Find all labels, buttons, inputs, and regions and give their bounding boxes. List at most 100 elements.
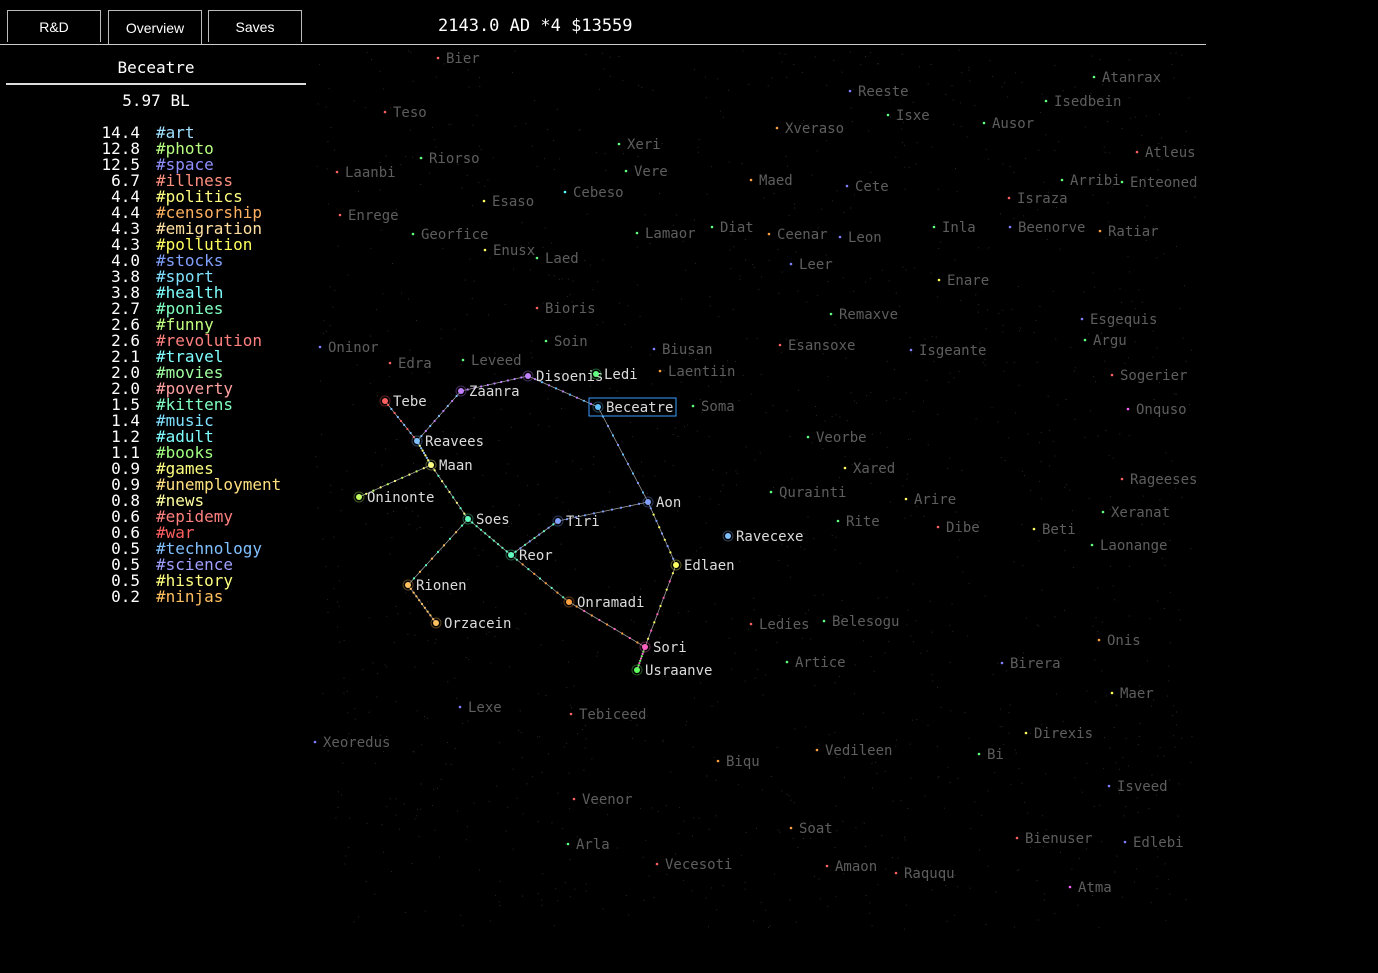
star-bioris[interactable]: Bioris	[535, 301, 596, 317]
star-cete[interactable]: Cete	[845, 179, 889, 195]
star-xeri[interactable]: Xeri	[617, 137, 661, 153]
star-riorso[interactable]: Riorso	[419, 151, 480, 167]
star-ausor[interactable]: Ausor	[982, 116, 1034, 132]
star-argu[interactable]: Argu	[1083, 333, 1127, 349]
star-leon[interactable]: Leon	[838, 230, 882, 246]
star-usraanve[interactable]: Usraanve	[631, 663, 712, 679]
star-ravecexe[interactable]: Ravecexe	[722, 529, 803, 545]
star-amaon[interactable]: Amaon	[825, 859, 877, 875]
star-maed[interactable]: Maed	[749, 173, 793, 189]
star-qurainti[interactable]: Qurainti	[769, 485, 847, 501]
star-enusx[interactable]: Enusx	[483, 243, 535, 259]
star-diat[interactable]: Diat	[710, 220, 754, 236]
tab-overview[interactable]: Overview	[108, 10, 202, 44]
star-esansoxe[interactable]: Esansoxe	[778, 338, 856, 354]
star-beceatre[interactable]: Beceatre	[588, 397, 677, 417]
star-tebiceed[interactable]: Tebiceed	[569, 707, 647, 723]
star-edra[interactable]: Edra	[388, 356, 432, 372]
star-oninonte[interactable]: Oninonte	[353, 490, 434, 506]
star-biqu[interactable]: Biqu	[716, 754, 760, 770]
star-edlaen[interactable]: Edlaen	[670, 558, 735, 574]
star-isxe[interactable]: Isxe	[886, 108, 930, 124]
star-ledi[interactable]: Ledi	[590, 367, 638, 383]
star-vecesoti[interactable]: Vecesoti	[655, 857, 733, 873]
star-laentiin[interactable]: Laentiin	[658, 364, 736, 380]
star-lamaor[interactable]: Lamaor	[635, 226, 696, 242]
star-veorbe[interactable]: Veorbe	[806, 430, 867, 446]
star-vere[interactable]: Vere	[624, 164, 668, 180]
tab-saves[interactable]: Saves	[208, 10, 302, 42]
star-reavees[interactable]: Reavees	[411, 434, 484, 450]
star-israza[interactable]: Israza	[1007, 191, 1068, 207]
star-raququ[interactable]: Raququ	[894, 866, 955, 882]
star-arire[interactable]: Arire	[904, 492, 956, 508]
star-inla[interactable]: Inla	[932, 220, 976, 236]
star-birera[interactable]: Birera	[1000, 656, 1061, 672]
star-rageeses[interactable]: Rageeses	[1120, 472, 1198, 488]
star-sori[interactable]: Sori	[639, 640, 687, 656]
star-dibe[interactable]: Dibe	[936, 520, 980, 536]
star-atleus[interactable]: Atleus	[1135, 145, 1196, 161]
star-onramadi[interactable]: Onramadi	[563, 595, 644, 611]
star-enare[interactable]: Enare	[937, 273, 989, 289]
star-isveed[interactable]: Isveed	[1107, 779, 1168, 795]
star-laonange[interactable]: Laonange	[1090, 538, 1168, 554]
star-soin[interactable]: Soin	[544, 334, 588, 350]
star-arla[interactable]: Arla	[566, 837, 610, 853]
star-remaxve[interactable]: Remaxve	[829, 307, 898, 323]
star-beenorve[interactable]: Beenorve	[1008, 220, 1086, 236]
star-ledies[interactable]: Ledies	[749, 617, 810, 633]
star-leer[interactable]: Leer	[789, 257, 833, 273]
star-aon[interactable]: Aon	[642, 495, 681, 511]
star-veenor[interactable]: Veenor	[572, 792, 633, 808]
star-onis[interactable]: Onis	[1097, 633, 1141, 649]
star-laanbi[interactable]: Laanbi	[335, 165, 396, 181]
star-atma[interactable]: Atma	[1068, 880, 1112, 896]
star-maer[interactable]: Maer	[1110, 686, 1154, 702]
star-zaanra[interactable]: Zaanra	[455, 384, 520, 400]
star-sogerier[interactable]: Sogerier	[1110, 368, 1188, 384]
star-artice[interactable]: Artice	[785, 655, 846, 671]
star-ceenar[interactable]: Ceenar	[767, 227, 828, 243]
star-laed[interactable]: Laed	[535, 251, 579, 267]
star-isedbein[interactable]: Isedbein	[1044, 94, 1122, 110]
star-rionen[interactable]: Rionen	[402, 578, 467, 594]
star-disoenis[interactable]: Disoenis	[522, 369, 603, 385]
star-reor[interactable]: Reor	[505, 548, 553, 564]
star-leveed[interactable]: Leveed	[461, 353, 522, 369]
star-orzacein[interactable]: Orzacein	[430, 616, 511, 632]
star-rite[interactable]: Rite	[836, 514, 880, 530]
star-soat[interactable]: Soat	[789, 821, 833, 837]
star-reeste[interactable]: Reeste	[848, 84, 909, 100]
star-oninor[interactable]: Oninor	[318, 340, 379, 356]
star-enrege[interactable]: Enrege	[338, 208, 399, 224]
star-arribi[interactable]: Arribi	[1060, 173, 1121, 189]
star-esgequis[interactable]: Esgequis	[1080, 312, 1158, 328]
star-edlebi[interactable]: Edlebi	[1123, 835, 1184, 851]
star-ratiar[interactable]: Ratiar	[1098, 224, 1159, 240]
star-maan[interactable]: Maan	[425, 458, 473, 474]
star-bi[interactable]: Bi	[977, 747, 1004, 763]
star-vedileen[interactable]: Vedileen	[815, 743, 893, 759]
star-xeoredus[interactable]: Xeoredus	[313, 735, 391, 751]
star-direxis[interactable]: Direxis	[1024, 726, 1093, 742]
star-belesogu[interactable]: Belesogu	[822, 614, 900, 630]
star-xveraso[interactable]: Xveraso	[775, 121, 844, 137]
star-bier[interactable]: Bier	[436, 51, 480, 67]
star-biusan[interactable]: Biusan	[652, 342, 713, 358]
star-xeranat[interactable]: Xeranat	[1101, 505, 1170, 521]
star-beti[interactable]: Beti	[1032, 522, 1076, 538]
star-soes[interactable]: Soes	[462, 512, 510, 528]
star-georfice[interactable]: Georfice	[411, 227, 489, 243]
star-soma[interactable]: Soma	[691, 399, 735, 415]
star-enteoned[interactable]: Enteoned	[1120, 175, 1198, 191]
star-lexe[interactable]: Lexe	[458, 700, 502, 716]
star-esaso[interactable]: Esaso	[482, 194, 534, 210]
star-tiri[interactable]: Tiri	[552, 514, 600, 530]
star-bienuser[interactable]: Bienuser	[1015, 831, 1093, 847]
star-atanrax[interactable]: Atanrax	[1092, 70, 1161, 86]
star-teso[interactable]: Teso	[383, 105, 427, 121]
star-cebeso[interactable]: Cebeso	[563, 185, 624, 201]
